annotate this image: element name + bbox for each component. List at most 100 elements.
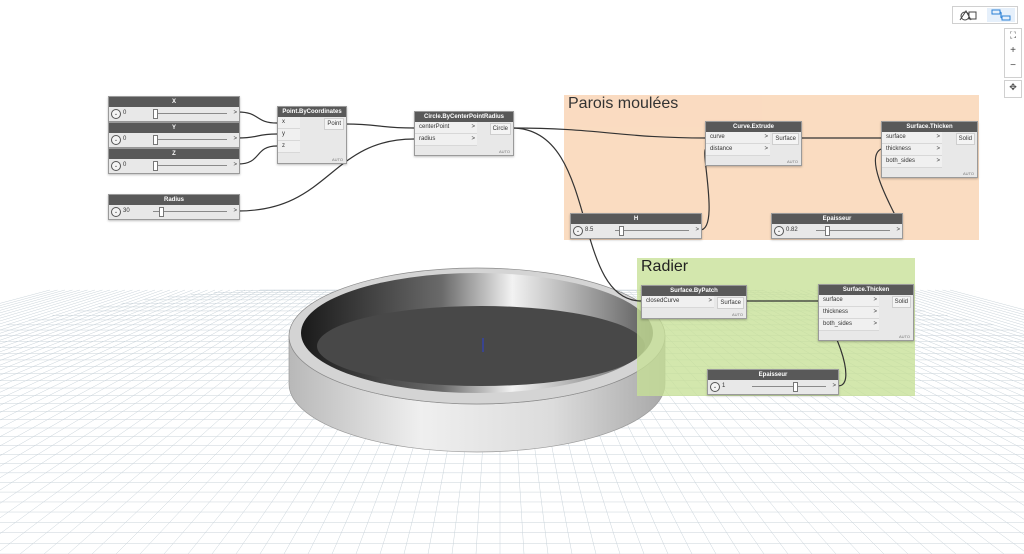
lacing-label[interactable]: AUTO bbox=[498, 149, 510, 154]
node-title[interactable]: Surface.ByPatch bbox=[642, 286, 746, 296]
slider-value[interactable]: 30 bbox=[123, 208, 130, 214]
slider-value[interactable]: 0 bbox=[123, 136, 127, 142]
node-title[interactable]: Surface.Thicken bbox=[882, 122, 977, 132]
slider-track[interactable] bbox=[153, 109, 227, 119]
output-arrow-icon[interactable]: > bbox=[233, 136, 237, 142]
input-port-centerpoint[interactable]: centerPoint> bbox=[415, 122, 477, 134]
slider-track[interactable] bbox=[752, 382, 826, 392]
slider-track[interactable] bbox=[153, 161, 227, 171]
slider-radius-node[interactable]: Radius ⌄ 30 > bbox=[108, 194, 240, 220]
output-arrow-icon[interactable]: > bbox=[695, 227, 699, 233]
input-port-both-sides[interactable]: both_sides> bbox=[882, 156, 942, 168]
slider-track[interactable] bbox=[153, 135, 227, 145]
slider-thumb[interactable] bbox=[153, 135, 158, 145]
lacing-label[interactable]: AUTO bbox=[786, 159, 798, 164]
slider-track[interactable] bbox=[816, 226, 890, 236]
input-port-thickness[interactable]: thickness> bbox=[882, 144, 942, 156]
input-port-curve[interactable]: curve> bbox=[706, 132, 770, 144]
node-title[interactable]: Point.ByCoordinates bbox=[278, 107, 346, 117]
slider-thumb[interactable] bbox=[153, 109, 158, 119]
slider-thumb[interactable] bbox=[158, 207, 164, 217]
input-port-surface[interactable]: surface> bbox=[882, 132, 942, 144]
slider-thumb[interactable] bbox=[153, 161, 158, 171]
output-arrow-icon[interactable]: > bbox=[233, 162, 237, 168]
input-port-z[interactable]: z bbox=[278, 141, 300, 153]
node-title[interactable]: Epaisseur bbox=[708, 370, 838, 380]
slider-value[interactable]: 8.5 bbox=[585, 227, 594, 233]
node-title[interactable]: X bbox=[109, 97, 239, 107]
expand-icon[interactable]: ⌄ bbox=[710, 382, 720, 392]
input-port-distance[interactable]: distance> bbox=[706, 144, 770, 156]
curve-extrude-node[interactable]: Curve.Extrude curve> distance> Surface A… bbox=[705, 121, 802, 166]
group-title[interactable]: Parois moulées bbox=[568, 95, 679, 112]
expand-icon[interactable]: ⌄ bbox=[111, 207, 121, 217]
group-title[interactable]: Radier bbox=[641, 258, 689, 275]
lacing-label[interactable]: AUTO bbox=[898, 334, 910, 339]
slider-epaisseur-node-2[interactable]: Epaisseur ⌄ 1 > bbox=[707, 369, 839, 395]
input-port-y[interactable]: y bbox=[278, 129, 300, 141]
expand-icon[interactable]: ⌄ bbox=[774, 226, 784, 236]
node-title[interactable]: Radius bbox=[109, 195, 239, 205]
slider-h-node[interactable]: H ⌄ 8.5 > bbox=[570, 213, 702, 239]
slider-thumb[interactable] bbox=[792, 382, 798, 392]
zoom-in-icon[interactable]: + bbox=[1010, 45, 1016, 56]
output-port-surface[interactable]: Surface bbox=[772, 133, 799, 145]
output-arrow-icon[interactable]: > bbox=[233, 110, 237, 116]
input-port-thickness[interactable]: thickness> bbox=[819, 307, 879, 319]
node-title[interactable]: Circle.ByCenterPointRadius bbox=[415, 112, 513, 122]
view-toggle-bar[interactable] bbox=[952, 6, 1018, 24]
output-port-solid[interactable]: Solid bbox=[955, 133, 975, 145]
surface-by-patch-node[interactable]: Surface.ByPatch closedCurve> Surface AUT… bbox=[641, 285, 747, 319]
surface-thicken-node-1[interactable]: Surface.Thicken surface> thickness> both… bbox=[881, 121, 978, 178]
zoom-fit-icon[interactable]: ⛶ bbox=[1009, 30, 1017, 40]
pan-icon[interactable]: ✥ bbox=[1009, 82, 1017, 92]
node-title[interactable]: Z bbox=[109, 149, 239, 159]
slider-value[interactable]: 0 bbox=[123, 162, 127, 168]
input-port-closedcurve[interactable]: closedCurve> bbox=[642, 296, 714, 308]
expand-icon[interactable]: ⌄ bbox=[111, 109, 121, 119]
slider-y-node[interactable]: Y ⌄ 0 > bbox=[108, 122, 240, 148]
point-by-coordinates-node[interactable]: Point.ByCoordinates x y z Point AUTO bbox=[277, 106, 347, 164]
slider-track[interactable] bbox=[615, 226, 689, 236]
output-port-circle[interactable]: Circle bbox=[489, 123, 511, 135]
node-title[interactable]: Y bbox=[109, 123, 239, 133]
slider-epaisseur-node-1[interactable]: Epaisseur ⌄ 0.82 > bbox=[771, 213, 903, 239]
output-arrow-icon[interactable]: > bbox=[233, 208, 237, 214]
slider-x-node[interactable]: X ⌄ 0 > bbox=[108, 96, 240, 122]
input-port-radius[interactable]: radius> bbox=[415, 134, 477, 146]
node-title[interactable]: Curve.Extrude bbox=[706, 122, 801, 132]
slider-z-node[interactable]: Z ⌄ 0 > bbox=[108, 148, 240, 174]
slider-track[interactable] bbox=[153, 207, 227, 217]
output-arrow-icon[interactable]: > bbox=[832, 383, 836, 389]
slider-thumb[interactable] bbox=[618, 226, 624, 236]
pan-control[interactable]: ✥ bbox=[1004, 80, 1022, 98]
node-title[interactable]: Epaisseur bbox=[772, 214, 902, 224]
slider-thumb[interactable] bbox=[824, 226, 830, 236]
circle-by-center-point-radius-node[interactable]: Circle.ByCenterPointRadius centerPoint> … bbox=[414, 111, 514, 156]
lacing-label[interactable]: AUTO bbox=[731, 312, 743, 317]
lacing-label[interactable]: AUTO bbox=[962, 171, 974, 176]
output-port-solid[interactable]: Solid bbox=[891, 296, 911, 308]
slider-value[interactable]: 0 bbox=[123, 110, 127, 116]
node-title[interactable]: H bbox=[571, 214, 701, 224]
lacing-label[interactable]: AUTO bbox=[331, 157, 343, 162]
expand-icon[interactable]: ⌄ bbox=[111, 161, 121, 171]
geometry-view-icon[interactable] bbox=[955, 8, 983, 22]
graph-view-icon[interactable] bbox=[987, 8, 1015, 22]
surface-thicken-node-2[interactable]: Surface.Thicken surface> thickness> both… bbox=[818, 284, 914, 341]
slider-value[interactable]: 1 bbox=[722, 383, 726, 389]
slider-value[interactable]: 0.82 bbox=[786, 227, 798, 233]
expand-icon[interactable]: ⌄ bbox=[111, 135, 121, 145]
zoom-out-icon[interactable]: − bbox=[1010, 60, 1016, 71]
zoom-controls[interactable]: ⛶ + − bbox=[1004, 28, 1022, 78]
output-port-surface[interactable]: Surface bbox=[717, 297, 744, 309]
input-port-both-sides[interactable]: both_sides> bbox=[819, 319, 879, 331]
output-port-point[interactable]: Point bbox=[324, 118, 344, 130]
node-title[interactable]: Surface.Thicken bbox=[819, 285, 913, 295]
output-arrow-icon[interactable]: > bbox=[896, 227, 900, 233]
input-port-surface[interactable]: surface> bbox=[819, 295, 879, 307]
input-port-x[interactable]: x bbox=[278, 117, 300, 129]
expand-icon[interactable]: ⌄ bbox=[573, 226, 583, 236]
